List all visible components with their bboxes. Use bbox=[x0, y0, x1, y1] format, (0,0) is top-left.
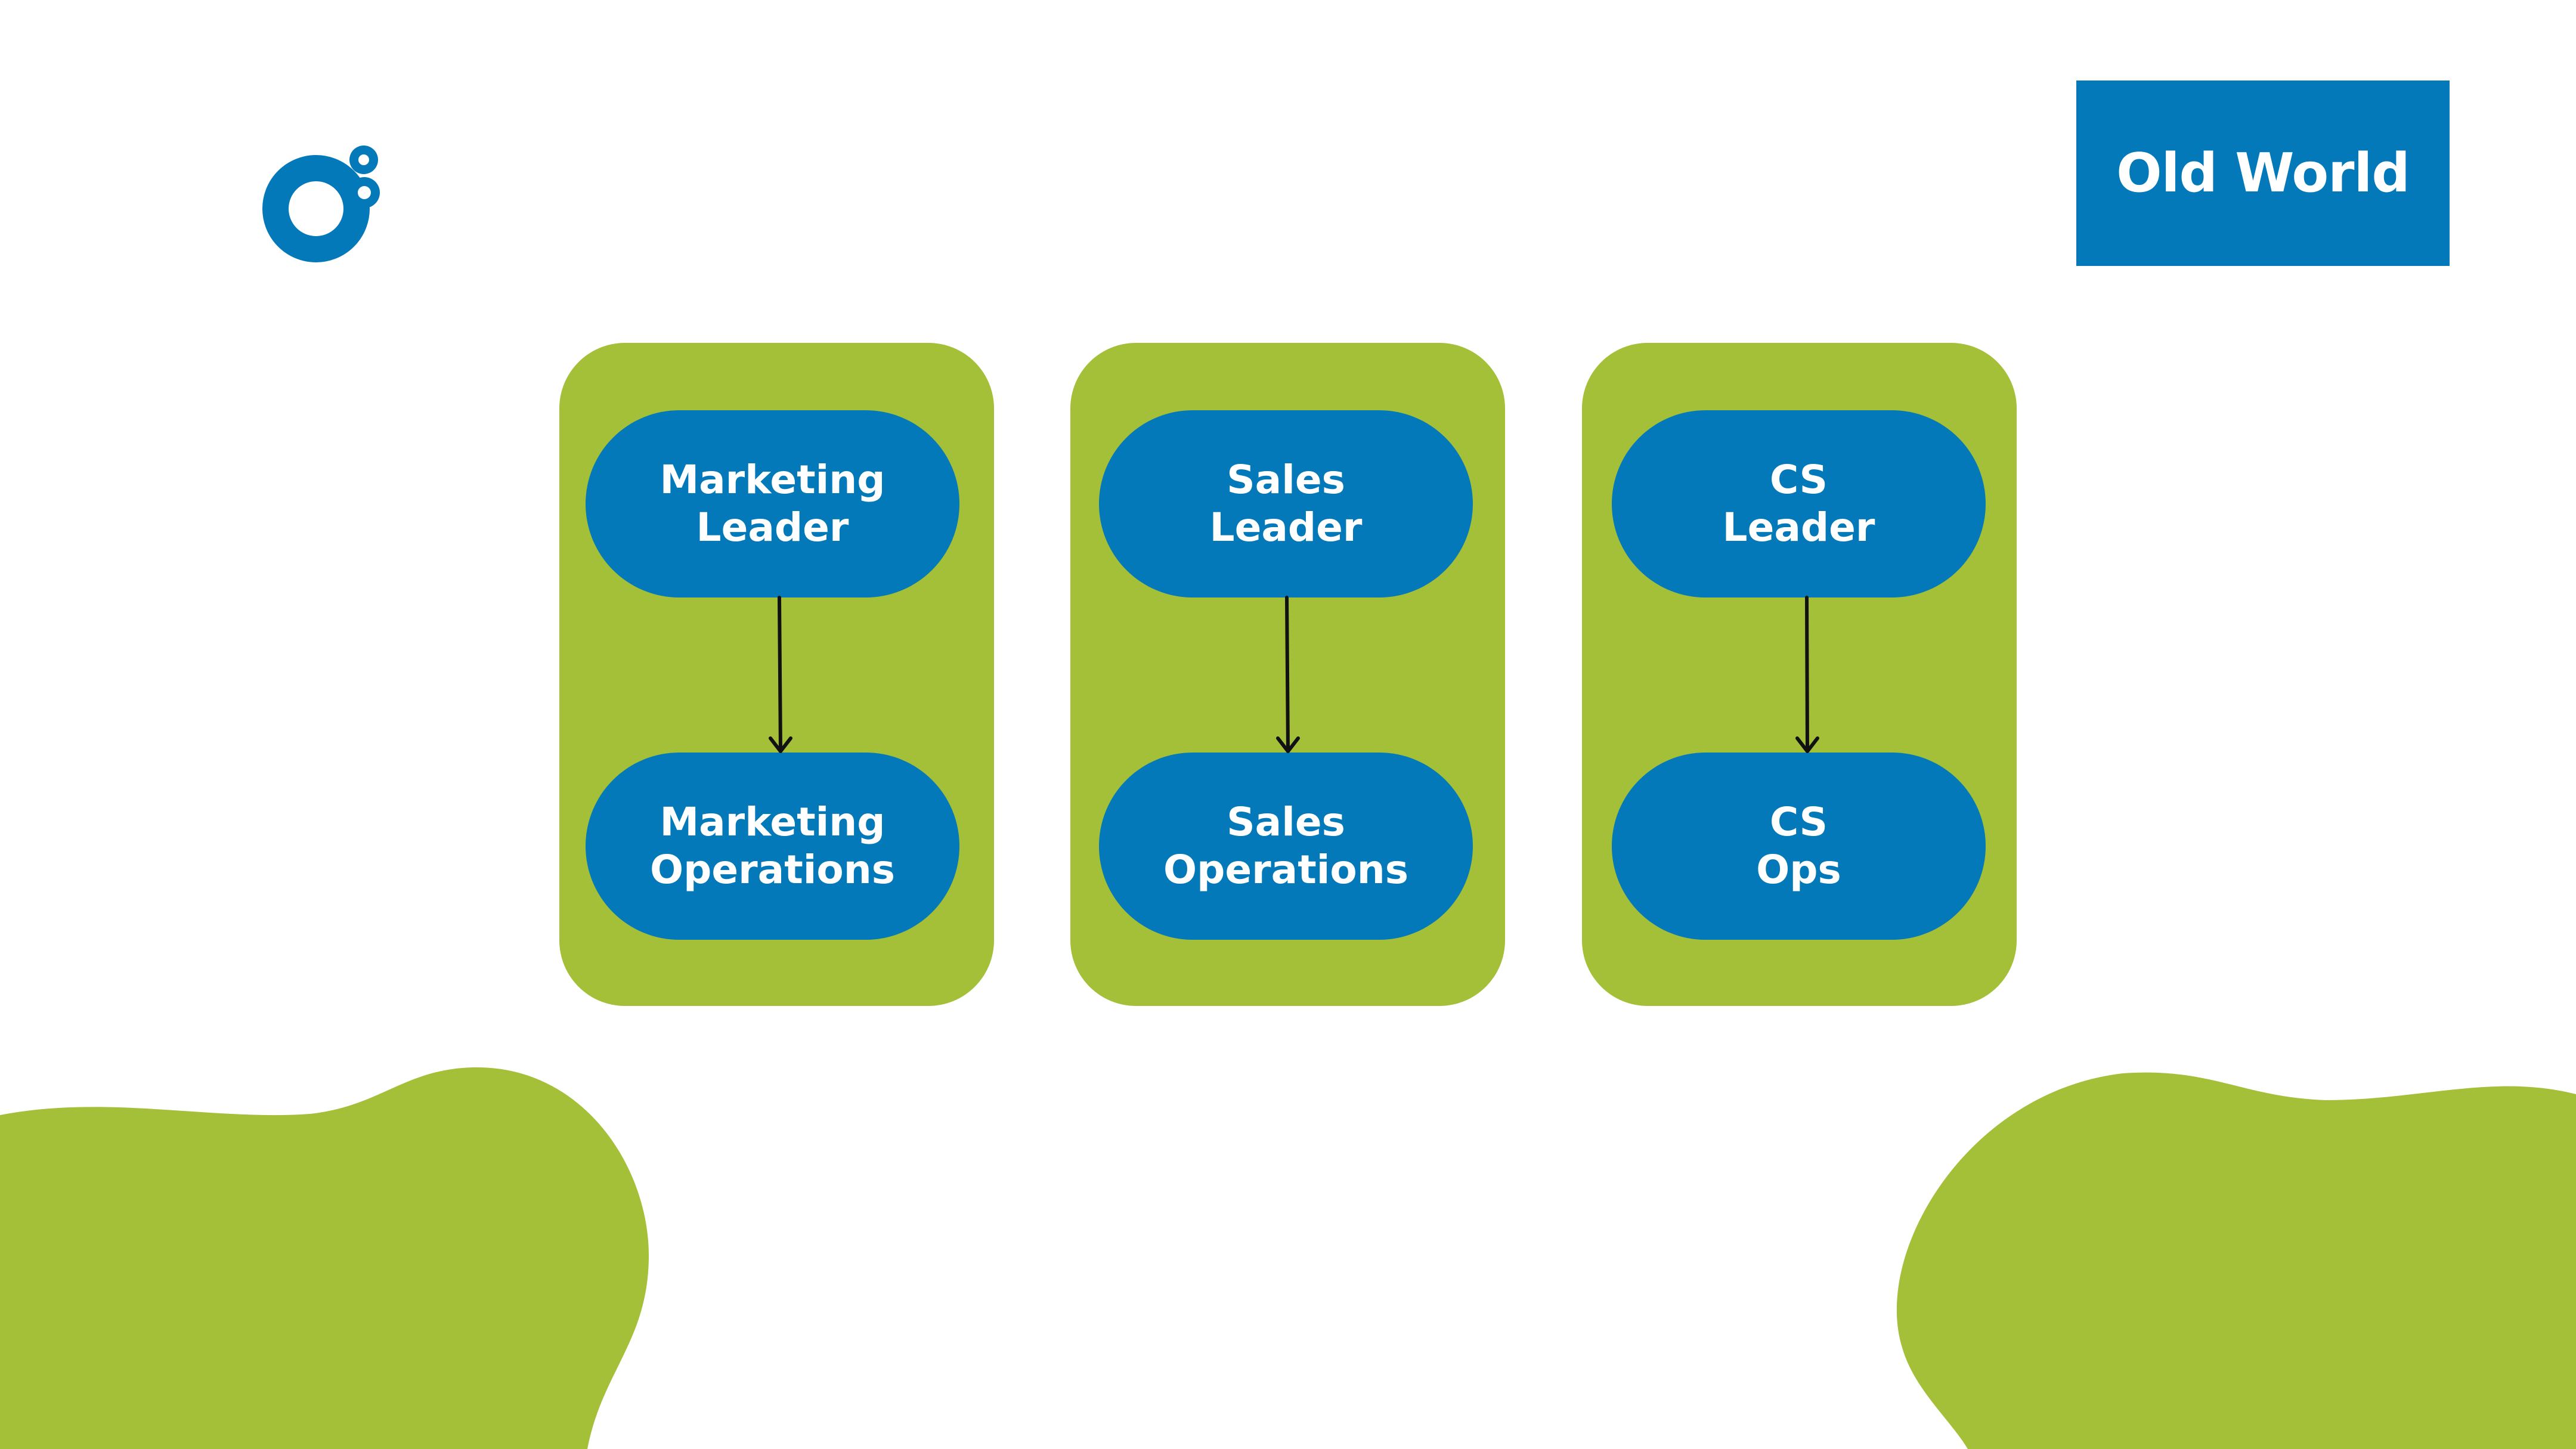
logo-ring bbox=[262, 155, 370, 262]
title-text: Old World bbox=[2116, 142, 2410, 205]
node-label-line1: Marketing bbox=[660, 799, 886, 845]
node-label-line1: CS bbox=[1769, 799, 1828, 845]
node-label-line1: Sales bbox=[1227, 457, 1345, 503]
node-label-line2: Leader bbox=[696, 504, 849, 550]
right-blob bbox=[1896, 1072, 2576, 1449]
o8-logo bbox=[262, 145, 380, 262]
node-marketing-operations: Marketing Operations bbox=[586, 753, 959, 940]
logo-dot-bottom-hole bbox=[358, 186, 371, 199]
node-label-line2: Operations bbox=[650, 847, 895, 893]
node-label-line2: Ops bbox=[1756, 847, 1841, 893]
node-label-line1: Marketing bbox=[660, 457, 886, 503]
node-cs-leader: CS Leader bbox=[1612, 410, 1986, 597]
title-badge: Old World bbox=[2076, 80, 2450, 266]
node-marketing-leader: Marketing Leader bbox=[586, 410, 959, 597]
node-sales-leader: Sales Leader bbox=[1099, 410, 1473, 597]
node-label-line2: Leader bbox=[1209, 504, 1363, 550]
node-sales-operations: Sales Operations bbox=[1099, 753, 1473, 940]
logo-dot-top-hole bbox=[358, 154, 369, 165]
node-label-line1: Sales bbox=[1227, 799, 1345, 845]
node-label-line2: Leader bbox=[1722, 504, 1875, 550]
node-label-line2: Operations bbox=[1163, 847, 1408, 893]
node-cs-ops: CS Ops bbox=[1612, 753, 1986, 940]
node-label-line1: CS bbox=[1769, 457, 1828, 503]
left-blob bbox=[0, 1067, 649, 1449]
